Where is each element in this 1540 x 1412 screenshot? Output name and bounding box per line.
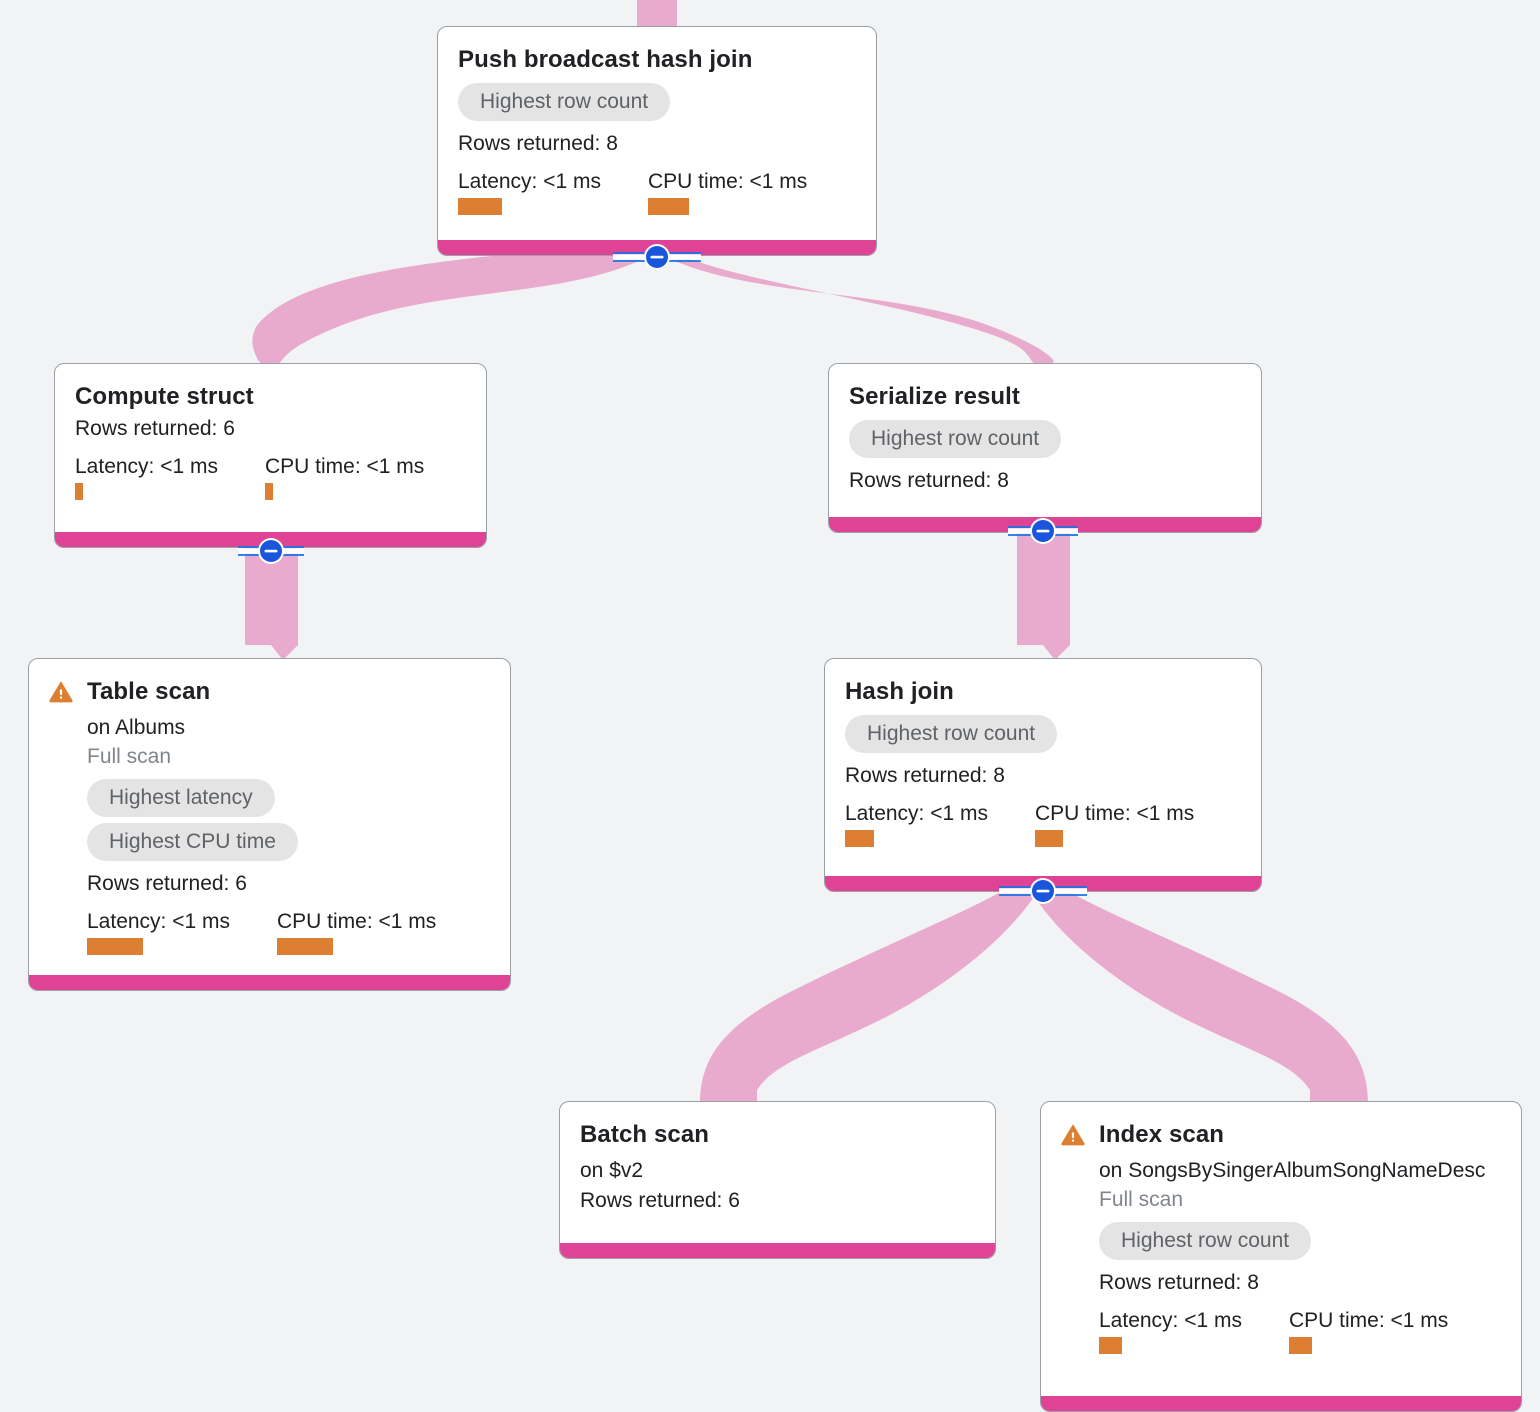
- node-title: Hash join: [845, 678, 954, 705]
- metric-latency: Latency: <1 ms: [458, 170, 648, 215]
- chip-highest-row-count: Highest row count: [1099, 1222, 1312, 1260]
- node-title: Serialize result: [849, 383, 1021, 410]
- rows-returned: Rows returned: 8: [849, 469, 1009, 492]
- metric-cpu-label: CPU time: <1 ms: [1035, 802, 1195, 825]
- node-header: Compute struct Rows returned: 6 Latency:…: [75, 382, 424, 500]
- node-body: Table scan on Albums Full scan Highest l…: [29, 659, 510, 975]
- rows-returned: Rows returned: 6: [75, 417, 235, 440]
- node-header: Index scan on SongsBySingerAlbumSongName…: [1061, 1120, 1485, 1354]
- node-header: Batch scan on $v2 Rows returned: 6: [580, 1120, 740, 1215]
- node-title: Compute struct: [75, 383, 254, 410]
- rows-returned: Rows returned: 6: [87, 872, 247, 895]
- edge-root-serialize-result: [660, 246, 1054, 375]
- node-push-broadcast-hash-join[interactable]: Push broadcast hash join Highest row cou…: [437, 26, 877, 256]
- chip-highest-row-count: Highest row count: [458, 83, 671, 121]
- metric-latency-label: Latency: <1 ms: [458, 170, 601, 193]
- rows-returned: Rows returned: 8: [458, 132, 618, 155]
- metric-cpu-bar: [1289, 1337, 1312, 1354]
- node-body: Index scan on SongsBySingerAlbumSongName…: [1041, 1102, 1521, 1396]
- edge-hash-join-batch-scan: [700, 880, 1037, 1105]
- metric-cpu-time: CPU time: <1 ms: [648, 170, 807, 215]
- metric-cpu-time: CPU time: <1 ms: [1035, 802, 1194, 847]
- scan-target: on $v2: [580, 1159, 644, 1182]
- collapse-button-compute-struct[interactable]: [235, 536, 307, 566]
- collapse-button-push-broadcast-hash-join[interactable]: [609, 242, 705, 272]
- metric-cpu-label: CPU time: <1 ms: [277, 910, 437, 933]
- collapse-button-hash-join[interactable]: [995, 876, 1091, 906]
- metric-cpu-bar: [265, 483, 273, 500]
- node-footer-bar: [560, 1243, 995, 1258]
- node-title: Push broadcast hash join: [458, 46, 753, 73]
- chip-highest-row-count: Highest row count: [849, 420, 1062, 458]
- node-footer-bar: [29, 975, 510, 990]
- metric-latency: Latency: <1 ms: [845, 802, 1035, 847]
- metric-cpu-time: CPU time: <1 ms: [265, 455, 424, 500]
- rows-returned: Rows returned: 8: [845, 764, 1005, 787]
- metric-latency-bar: [87, 938, 143, 955]
- node-body: Push broadcast hash join Highest row cou…: [438, 27, 876, 240]
- metric-latency-label: Latency: <1 ms: [75, 455, 218, 478]
- node-title: Table scan: [87, 678, 211, 705]
- warning-icon: [1061, 1123, 1085, 1147]
- collapse-button-serialize-result[interactable]: [1005, 516, 1081, 546]
- node-header: Hash join Highest row count Rows returne…: [845, 677, 1194, 847]
- node-index-scan[interactable]: Index scan on SongsBySingerAlbumSongName…: [1040, 1101, 1522, 1412]
- node-body: Compute struct Rows returned: 6 Latency:…: [55, 364, 486, 532]
- metric-cpu-label: CPU time: <1 ms: [1289, 1309, 1449, 1332]
- metric-latency: Latency: <1 ms: [75, 455, 265, 500]
- metric-latency-label: Latency: <1 ms: [87, 910, 230, 933]
- node-table-scan[interactable]: Table scan on Albums Full scan Highest l…: [28, 658, 511, 991]
- node-footer-bar: [1041, 1396, 1521, 1411]
- rows-returned: Rows returned: 6: [580, 1189, 740, 1212]
- metric-latency: Latency: <1 ms: [1099, 1309, 1289, 1354]
- metrics-row: Latency: <1 ms CPU time: <1 ms: [1099, 1309, 1448, 1354]
- metric-latency: Latency: <1 ms: [87, 910, 277, 955]
- chip-highest-cpu-time: Highest CPU time: [87, 823, 298, 861]
- scan-type: Full scan: [1099, 1188, 1184, 1211]
- node-title: Batch scan: [580, 1121, 710, 1148]
- edge-root-compute-struct: [252, 246, 645, 375]
- chip-highest-latency: Highest latency: [87, 779, 275, 817]
- node-compute-struct[interactable]: Compute struct Rows returned: 6 Latency:…: [54, 363, 487, 548]
- chip-highest-row-count: Highest row count: [845, 715, 1058, 753]
- metric-cpu-bar: [1035, 830, 1063, 847]
- metric-latency-bar: [845, 830, 874, 847]
- metric-cpu-label: CPU time: <1 ms: [648, 170, 808, 193]
- metric-latency-bar: [1099, 1337, 1122, 1354]
- metric-latency-bar: [458, 198, 502, 215]
- scan-target: on SongsBySingerAlbumSongNameDesc: [1099, 1159, 1486, 1182]
- node-body: Hash join Highest row count Rows returne…: [825, 659, 1261, 876]
- metric-cpu-time: CPU time: <1 ms: [1289, 1309, 1448, 1354]
- node-header: Serialize result Highest row count Rows …: [849, 382, 1062, 495]
- metric-latency-label: Latency: <1 ms: [845, 802, 988, 825]
- node-header: Push broadcast hash join Highest row cou…: [458, 45, 807, 215]
- edge-serialize-result-hash-join: [1017, 530, 1070, 660]
- scan-target: on Albums: [87, 716, 186, 739]
- metric-latency-bar: [75, 483, 83, 500]
- node-body: Serialize result Highest row count Rows …: [829, 364, 1261, 517]
- metrics-row: Latency: <1 ms CPU time: <1 ms: [845, 802, 1194, 847]
- node-body: Batch scan on $v2 Rows returned: 6: [560, 1102, 995, 1243]
- node-serialize-result[interactable]: Serialize result Highest row count Rows …: [828, 363, 1262, 533]
- metric-cpu-bar: [277, 938, 333, 955]
- metrics-row: Latency: <1 ms CPU time: <1 ms: [75, 455, 424, 500]
- node-header: Table scan on Albums Full scan Highest l…: [49, 677, 436, 955]
- metric-latency-label: Latency: <1 ms: [1099, 1309, 1242, 1332]
- metric-cpu-time: CPU time: <1 ms: [277, 910, 436, 955]
- node-batch-scan[interactable]: Batch scan on $v2 Rows returned: 6: [559, 1101, 996, 1259]
- warning-icon: [49, 680, 73, 704]
- scan-type: Full scan: [87, 745, 172, 768]
- node-title: Index scan: [1099, 1121, 1225, 1148]
- metric-cpu-label: CPU time: <1 ms: [265, 455, 425, 478]
- metric-cpu-bar: [648, 198, 689, 215]
- metrics-row: Latency: <1 ms CPU time: <1 ms: [87, 910, 436, 955]
- metrics-row: Latency: <1 ms CPU time: <1 ms: [458, 170, 807, 215]
- node-hash-join[interactable]: Hash join Highest row count Rows returne…: [824, 658, 1262, 892]
- rows-returned: Rows returned: 8: [1099, 1271, 1259, 1294]
- edge-hash-join-index-scan: [1032, 880, 1368, 1105]
